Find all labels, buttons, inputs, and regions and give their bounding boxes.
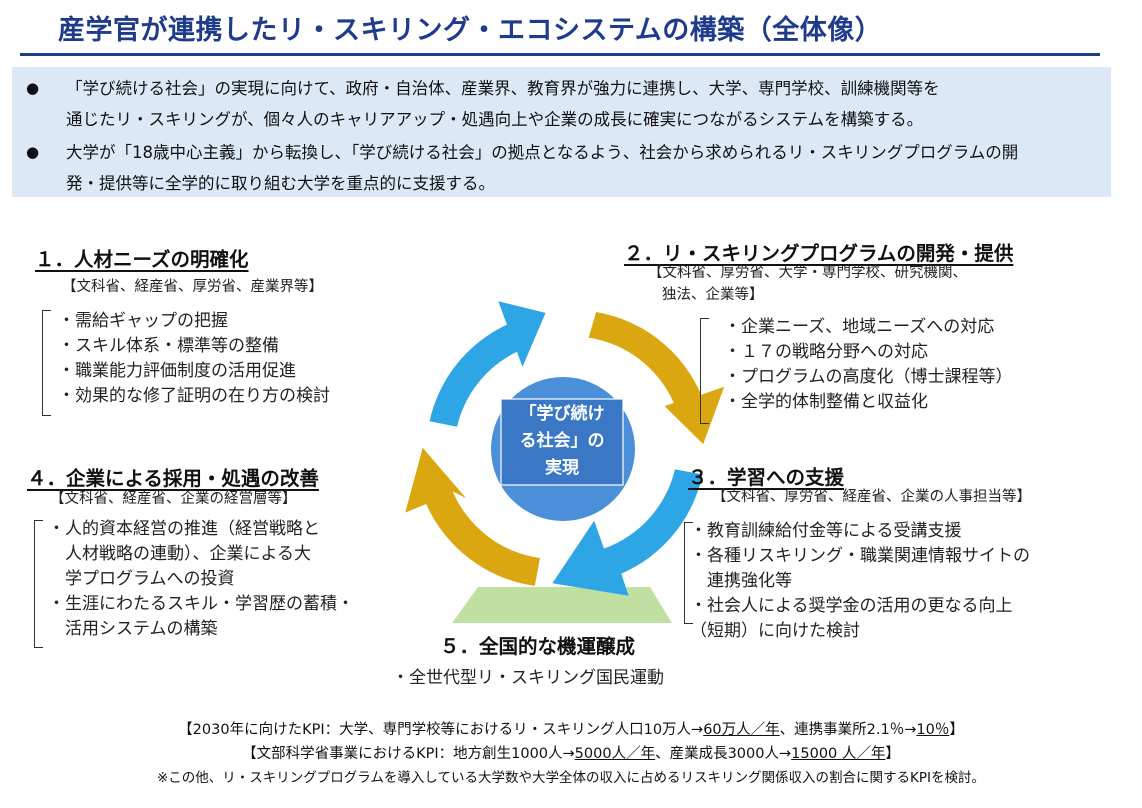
kpi-text: 】 [949, 722, 964, 738]
kpi-text: 】 [885, 746, 900, 762]
cycle-arrow-top-left [429, 301, 546, 427]
section-2-ministry: 【文科省、厚労省、大学・専門学校、研究機関、 独法、企業等】 [648, 262, 967, 306]
cycle-arrow-top-right [588, 312, 725, 445]
cycle-diagram: 「学び続け る社会」の 実現 [405, 301, 725, 623]
section-1-ministry: 【文科省、経産省、厚労省、産業界等】 [62, 279, 323, 295]
list-item: ・効果的な修了証明の在り方の検討 [58, 386, 330, 406]
list-item: ・全世代型リ・スキリング国民運動 [392, 668, 664, 688]
center-label-line-3: 実現 [545, 457, 579, 478]
section-5-items: ・全世代型リ・スキリング国民運動 [392, 666, 664, 691]
section-2-bracket [700, 318, 709, 424]
title-underline [20, 53, 1100, 56]
center-label-line-2: る社会」の [520, 430, 605, 451]
section-1-bracket [42, 310, 51, 416]
kpi-target-value: 5000人／年 [574, 746, 656, 762]
kpi-text: 、連携事業所2.1％→ [779, 722, 917, 738]
ministry-line: 独法、企業等】 [662, 287, 764, 303]
list-item: ・人的資本経営の推進（経営戦略と [48, 519, 320, 539]
section-5-title: ５．全国的な機運醸成 [440, 635, 636, 658]
kpi-text: 【文部科学省事業におけるKPI：地方創生1000人→ [242, 746, 575, 762]
list-item: ・生涯にわたるスキル・学習歴の蓄積・ [48, 594, 354, 614]
section-3-ministry: 【文科省、厚労省、経産省、企業の人事担当等】 [712, 489, 1031, 505]
list-item: ・全学的体制整備と収益化 [724, 392, 928, 412]
bullet-icon: ● [26, 143, 40, 161]
kpi-text: 、産業成長3000人→ [655, 746, 792, 762]
list-item: 活用システムの構築 [48, 619, 218, 639]
list-item: ・社会人による奨学金の活用の更なる向上 [690, 596, 1013, 616]
list-item: 学プログラムへの投資 [48, 569, 235, 589]
list-item: ・各種リスキリング・職業関連情報サイトの [690, 546, 1030, 566]
list-item: ・企業ニーズ、地域ニーズへの対応 [724, 317, 995, 337]
section-3-items: ・教育訓練給付金等による受講支援 ・各種リスキリング・職業関連情報サイトの 連携… [690, 519, 1030, 644]
list-item: ・職業能力評価制度の活用促進 [58, 361, 296, 381]
list-item: ・１７の戦略分野への対応 [724, 342, 928, 362]
section-4-title: ４．企業による採用・処遇の改善 [27, 467, 319, 490]
section-4-items: ・人的資本経営の推進（経営戦略と 人材戦略の連動）、企業による大 学プログラムへ… [48, 517, 354, 642]
center-label-box [500, 398, 624, 486]
section-3-title: ３．学習への支援 [688, 466, 845, 489]
kpi-text: 【2030年に向けたKPI：大学、専門学校等におけるリ・スキリング人口10万人→ [178, 722, 704, 738]
kpi-target-value: 15000 人／年 [791, 746, 886, 762]
summary-line: 通じたリ・スキリングが、個々人のキャリアアップ・処遇向上や企業の成長に確実につな… [66, 110, 924, 129]
kpi-target-value: 10％ [916, 722, 950, 738]
bullet-icon: ● [26, 79, 40, 97]
kpi-footer: 【2030年に向けたKPI：大学、専門学校等におけるリ・スキリング人口10万人→… [0, 718, 1142, 790]
list-item: 連携強化等 [690, 571, 792, 591]
cycle-arrow-bottom-left [405, 447, 540, 586]
kpi-line-1: 【2030年に向けたKPI：大学、専門学校等におけるリ・スキリング人口10万人→… [0, 718, 1142, 742]
kpi-target-value: 60万人／年 [703, 722, 780, 738]
summary-box: ● 「学び続ける社会」の実現に向けて、政府・自治体、産業界、教育界が強力に連携し… [12, 67, 1111, 197]
summary-line: 発・提供等に全学的に取り組む大学を重点的に支援する。 [66, 174, 495, 193]
list-item: ・スキル体系・標準等の整備 [58, 336, 279, 356]
section-4-ministry: 【文科省、経産省、企業の経営層等】 [50, 491, 297, 507]
list-item: ・需給ギャップの把握 [58, 311, 228, 331]
list-item: ・教育訓練給付金等による受講支援 [690, 521, 962, 541]
base-platform [452, 587, 672, 623]
list-item: ・プログラムの高度化（博士課程等） [724, 367, 1013, 387]
list-item: 人材戦略の連動）、企業による大 [48, 544, 311, 564]
section-1-items: ・需給ギャップの把握 ・スキル体系・標準等の整備 ・職業能力評価制度の活用促進 … [58, 309, 330, 409]
section-1-title: １．人材ニーズの明確化 [35, 248, 249, 271]
summary-line: 大学が「18歳中心主義」から転換し、「学び続ける社会」の拠点となるよう、社会から… [66, 143, 1019, 162]
summary-line: 「学び続ける社会」の実現に向けて、政府・自治体、産業界、教育界が強力に連携し、大… [66, 79, 940, 98]
summary-bullet-2: ● 大学が「18歳中心主義」から転換し、「学び続ける社会」の拠点となるよう、社会… [26, 137, 1101, 199]
summary-bullet-1: ● 「学び続ける社会」の実現に向けて、政府・自治体、産業界、教育界が強力に連携し… [26, 73, 1101, 135]
section-2-items: ・企業ニーズ、地域ニーズへの対応 ・１７の戦略分野への対応 ・プログラムの高度化… [724, 315, 1013, 415]
section-3-bracket [684, 522, 693, 624]
section-4-bracket [34, 520, 43, 648]
ministry-line: 【文科省、厚労省、大学・専門学校、研究機関、 [648, 265, 967, 281]
page-title: 産学官が連携したリ・スキリング・エコシステムの構築（全体像） [58, 15, 883, 46]
cycle-arrow-bottom-right [552, 469, 703, 596]
list-item: （短期）に向けた検討 [690, 621, 860, 641]
kpi-line-2: 【文部科学省事業におけるKPI：地方創生1000人→5000人／年、産業成長30… [0, 742, 1142, 766]
center-label-line-1: 「学び続け [520, 403, 605, 424]
section-2-title: ２．リ・スキリングプログラムの開発・提供 [624, 242, 1014, 265]
kpi-note: ※この他、リ・スキリングプログラムを導入している大学数や大学全体の収入に占めるリ… [157, 770, 985, 786]
